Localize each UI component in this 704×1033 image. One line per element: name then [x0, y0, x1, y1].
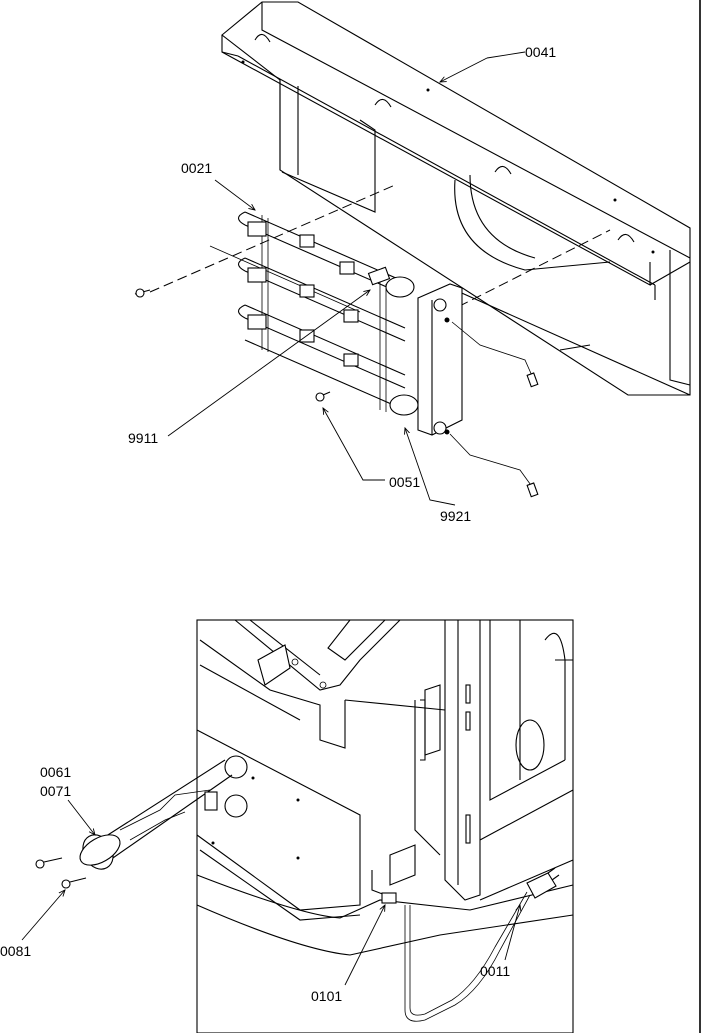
label-0071: 0071	[40, 783, 71, 799]
top-view-heater-assembly: 0041 0021 9911 0051 9921	[128, 1, 691, 524]
label-9921: 9921	[440, 508, 471, 524]
label-0061: 0061	[40, 764, 71, 780]
label-0101: 0101	[311, 988, 342, 1004]
cartridge-heater	[79, 759, 233, 870]
right-components	[479, 620, 574, 901]
label-0021: 0021	[181, 160, 212, 176]
heater-housing-panel	[221, 1, 691, 396]
label-0041: 0041	[525, 44, 556, 60]
wire-leads	[449, 321, 539, 498]
label-0011: 0011	[480, 963, 510, 979]
screw-9911-left	[134, 288, 151, 298]
power-cord	[404, 867, 560, 1022]
screw-0051	[315, 391, 331, 402]
vertical-post	[414, 620, 481, 901]
label-0051: 0051	[389, 474, 420, 490]
label-9911: 9911	[128, 430, 158, 446]
cabinet-base	[196, 844, 574, 956]
label-0081: 0081	[0, 943, 31, 959]
cabinet-panel	[196, 729, 361, 921]
upper-duct	[199, 619, 446, 749]
bottom-view-cabinet: 0061 0071 0081 0101 0011	[0, 619, 574, 1033]
detail-frame	[196, 619, 574, 1033]
heater-element-assembly	[209, 211, 463, 436]
screw-0081	[35, 857, 87, 889]
